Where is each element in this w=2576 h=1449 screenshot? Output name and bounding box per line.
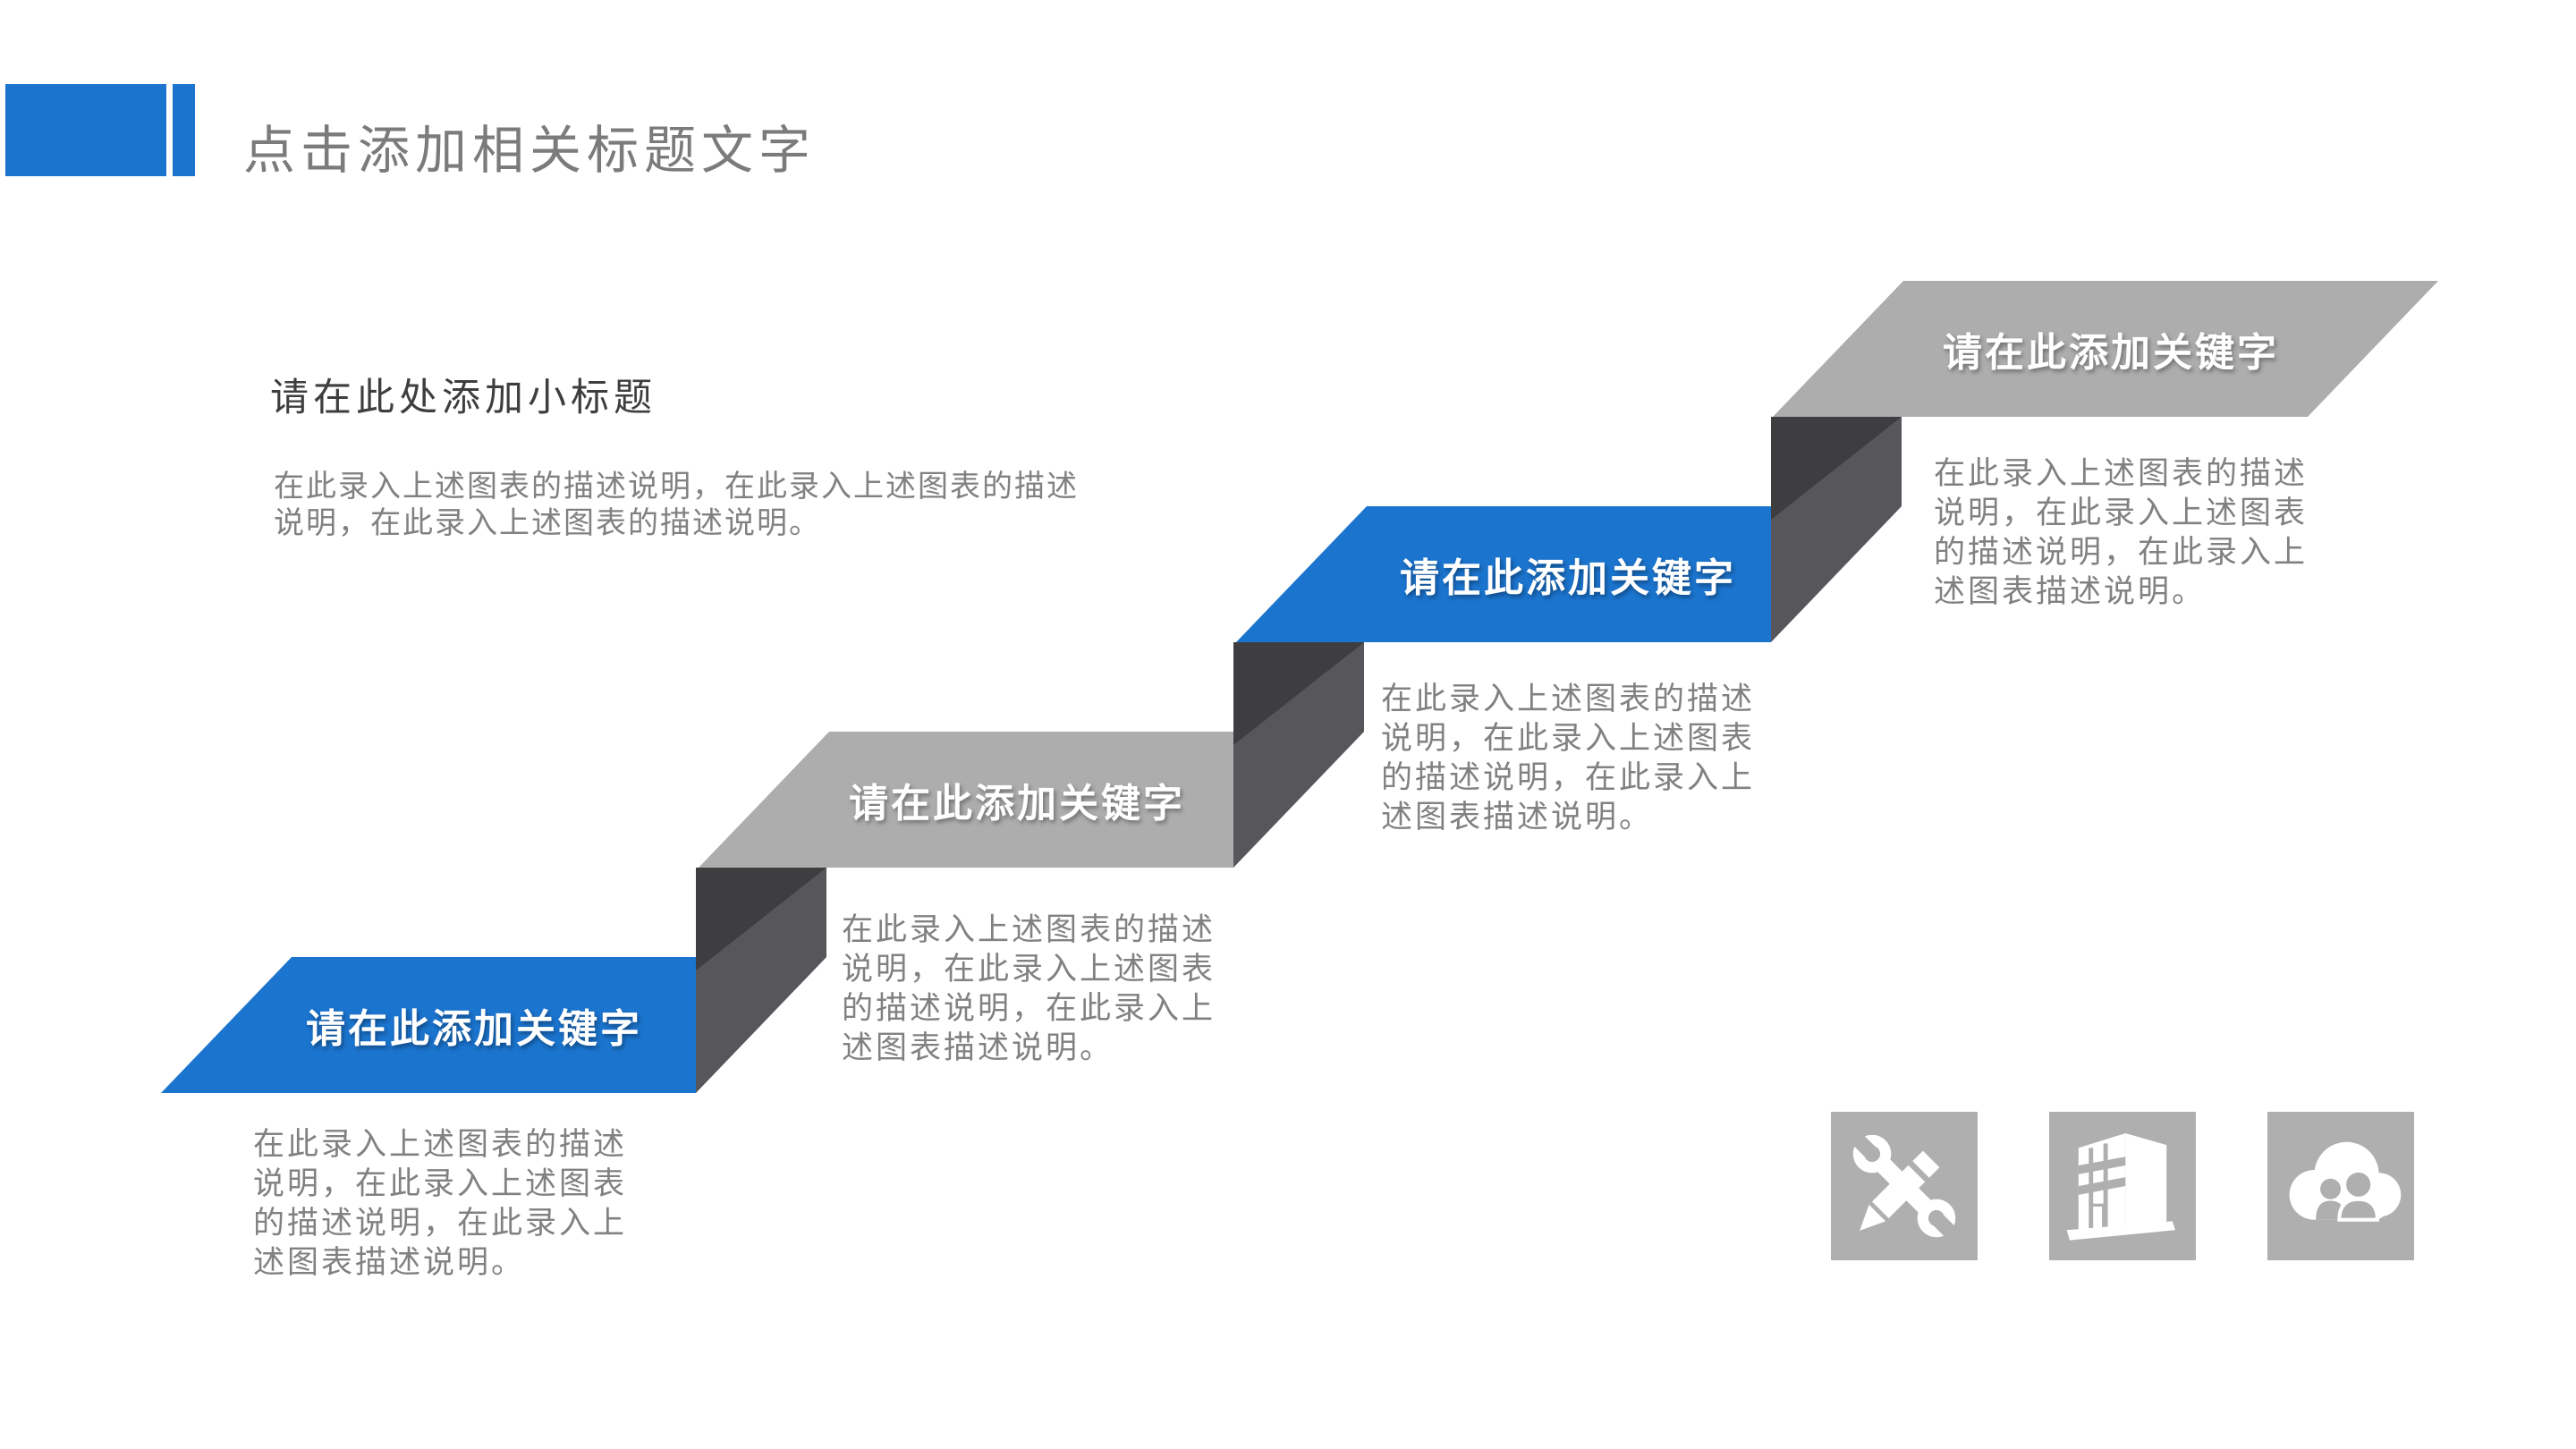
step-3-keyword: 请在此添加关键字 [1400,556,1736,600]
tools-icon [1847,1129,1962,1243]
step-2-tread [699,732,1233,868]
title-accent-square [5,84,166,176]
cloud-people-icon-tile [2267,1112,2414,1260]
riser-1-2-shade [696,868,826,970]
page-title: 点击添加相关标题文字 [243,122,817,180]
building-icon [2066,1132,2176,1241]
title-accent-bar [173,84,195,176]
step-1-tread [161,957,696,1093]
step-3-description: 在此录入上述图表的描述 说明，在此录入上述图表 的描述说明，在此录入上 述图表描… [1381,682,1756,835]
step-4-keyword: 请在此添加关键字 [1943,331,2279,375]
step-4-tread [1773,281,2438,417]
step-2-description: 在此录入上述图表的描述 说明，在此录入上述图表 的描述说明，在此录入上 述图表描… [842,912,1216,1065]
step-2-keyword: 请在此添加关键字 [849,782,1185,826]
intro-subtitle: 请在此处添加小标题 [270,377,657,419]
riser-3-4-shade [1771,417,1902,520]
intro-description: 在此录入上述图表的描述说明，在此录入上述图表的描述 说明，在此录入上述图表的描述… [274,470,1079,540]
step-4-description: 在此录入上述图表的描述 说明，在此录入上述图表 的描述说明，在此录入上 述图表描… [1934,456,2309,609]
building-icon-tile [2049,1112,2196,1260]
riser-2-3-shade [1233,642,1364,745]
cloud-people-icon [2289,1141,2402,1222]
step-1-description: 在此录入上述图表的描述 说明，在此录入上述图表 的描述说明，在此录入上 述图表描… [253,1127,628,1280]
step-1-keyword: 请在此添加关键字 [306,1007,642,1051]
step-3-tread [1236,506,1771,642]
tools-icon-tile [1831,1112,1978,1260]
